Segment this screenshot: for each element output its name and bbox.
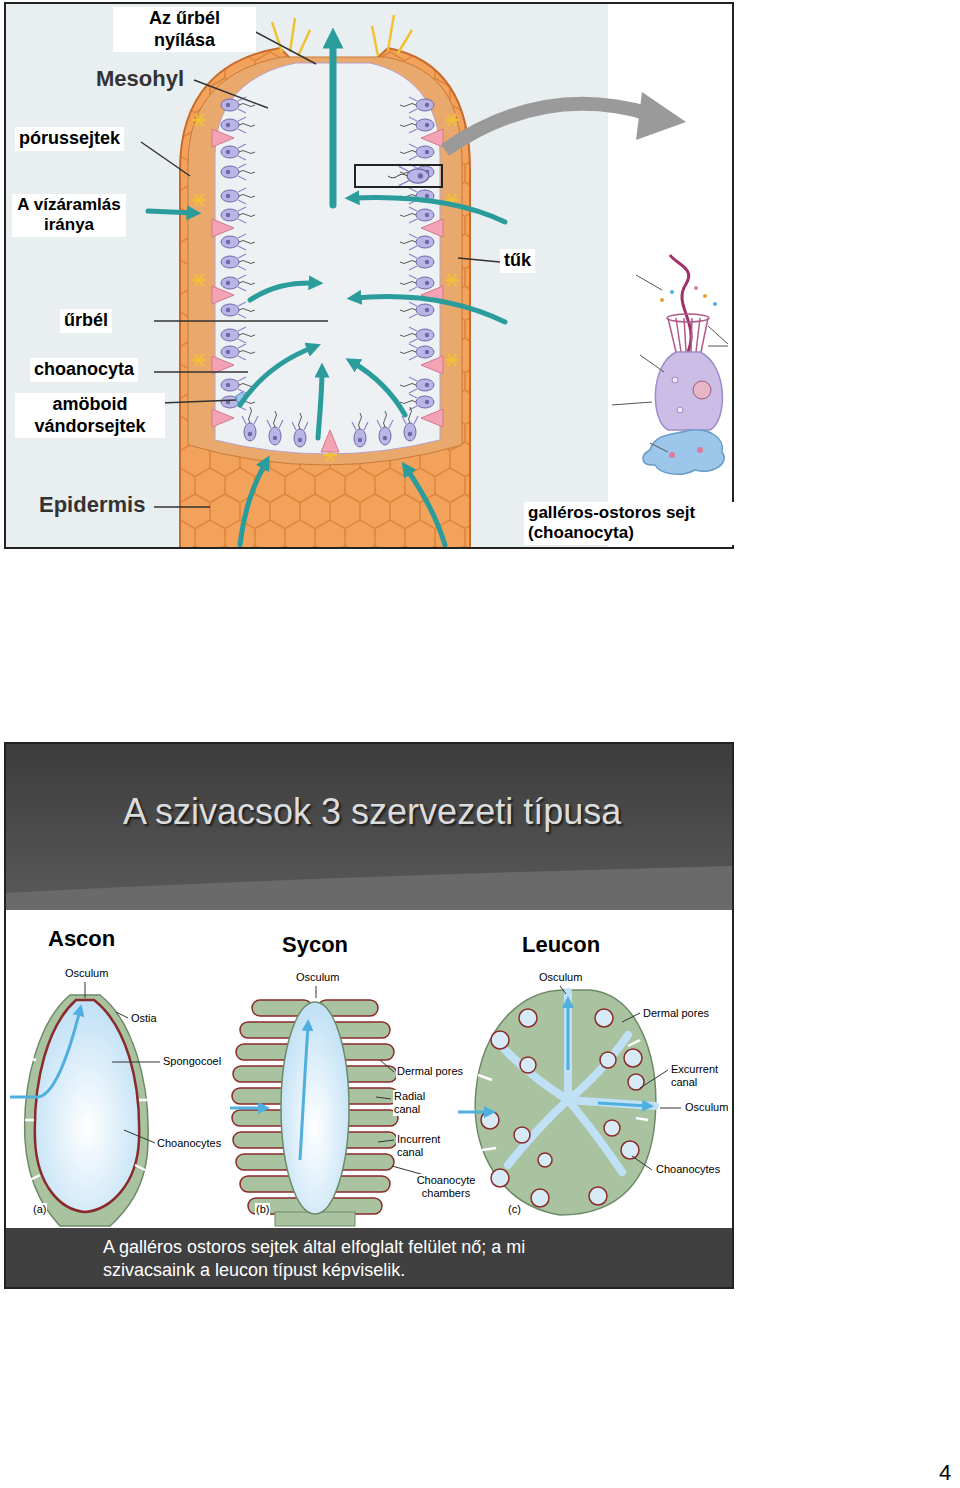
- callout-label: Az űrbél nyílása: [113, 7, 256, 52]
- part-label: Ostia: [130, 1012, 158, 1025]
- title-band-shade: [5, 866, 733, 911]
- detail-caption: galléros-ostoros sejt (choanocyta): [524, 502, 737, 545]
- part-label: Choanocytes: [655, 1163, 721, 1176]
- slide-title: A szivacsok 3 szervezeti típusa: [123, 790, 621, 833]
- part-label: Choanocytes: [156, 1137, 222, 1150]
- title-band: [5, 743, 733, 911]
- leucon-diagram: [458, 986, 681, 1215]
- slide-caption: A galléros ostoros sejtek által elfoglal…: [103, 1236, 603, 1282]
- part-label: Radial canal: [393, 1090, 437, 1116]
- panel-heading: Ascon: [47, 926, 116, 952]
- part-label: amöboid vándorsejtek: [15, 393, 165, 438]
- part-label: Osculum: [538, 971, 583, 984]
- page-number: 4: [938, 1460, 952, 1486]
- panel-heading: Sycon: [281, 932, 349, 958]
- panel-letter: (b): [255, 1203, 270, 1216]
- spicules: [192, 15, 459, 461]
- panel-heading: Leucon: [521, 932, 601, 958]
- part-label: Incurrent canal: [396, 1133, 456, 1159]
- part-label: Osculum: [684, 1101, 729, 1114]
- choanocyte-detail: [612, 255, 728, 474]
- part-label: Mesohyl: [95, 66, 185, 92]
- caption-band: [5, 1228, 733, 1288]
- part-label: choanocyta: [30, 358, 138, 382]
- part-label: pórussejtek: [15, 127, 124, 151]
- detail-background: [608, 4, 732, 547]
- part-label: Spongocoel: [162, 1055, 222, 1068]
- ascon-diagram: [10, 982, 160, 1226]
- part-label: Choanocyte chambers: [410, 1174, 482, 1200]
- porocytes: [212, 129, 443, 452]
- part-label: Epidermis: [38, 492, 146, 518]
- zoom-box: [355, 165, 442, 187]
- slide-frame: [5, 743, 733, 1288]
- leader-lines: [141, 30, 500, 507]
- part-label: űrbél: [60, 309, 112, 333]
- panel-letter: (c): [507, 1203, 522, 1216]
- part-label: Excurrent canal: [670, 1063, 730, 1089]
- choanocyte-cells: [221, 97, 434, 447]
- zoom-arrow: [445, 92, 686, 150]
- panel-letter: (a): [32, 1203, 47, 1216]
- part-label: Osculum: [295, 971, 340, 984]
- slide-background: [5, 3, 733, 548]
- water-flow-arrows: [148, 38, 505, 545]
- part-label: Dermal pores: [642, 1007, 710, 1020]
- part-label: Osculum: [64, 967, 109, 980]
- part-label: tűk: [500, 249, 535, 273]
- part-label: Dermal pores: [396, 1065, 464, 1078]
- flow-label: A vízáramlás iránya: [12, 194, 126, 237]
- diagram-panel: [6, 910, 732, 1228]
- slide-frame: [5, 3, 733, 548]
